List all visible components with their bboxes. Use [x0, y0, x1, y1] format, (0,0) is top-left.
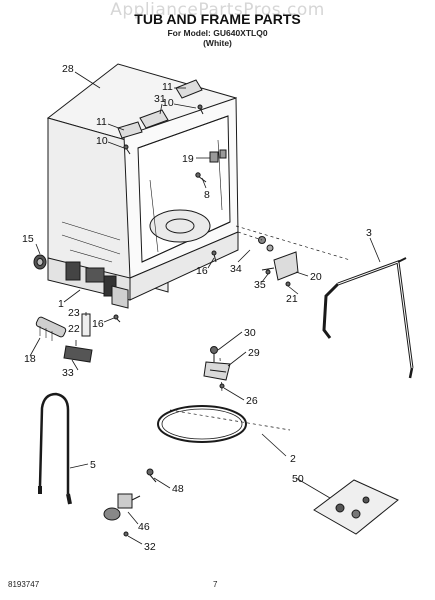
callout-8: 8: [204, 189, 210, 201]
valve-46: [103, 493, 141, 521]
screw-10b: [123, 144, 131, 155]
site-watermark: AppliancePartsPros.com: [110, 0, 325, 20]
bracket-20: [261, 251, 299, 281]
alignment-lines: [169, 225, 351, 431]
callout-16b: 16: [92, 318, 104, 330]
screw-21: [285, 281, 291, 287]
tub-assembly-28: [46, 63, 239, 309]
bar-33: [63, 345, 93, 363]
page-number: 7: [213, 580, 218, 589]
callout-15: 15: [22, 233, 34, 245]
callout-11b: 11: [96, 116, 107, 128]
callout-5: 5: [90, 459, 96, 471]
callout-2: 2: [290, 453, 296, 465]
callout-21: 21: [286, 293, 298, 305]
screw-35: [265, 269, 271, 275]
callout-34: 34: [230, 263, 242, 275]
screw-16a: [211, 250, 217, 263]
callout-30: 30: [244, 327, 256, 339]
callout-18: 18: [24, 353, 36, 365]
screw-48: [146, 468, 157, 483]
callout-28: 28: [62, 63, 74, 75]
callout-22: 22: [68, 323, 80, 335]
callout-48: 48: [172, 483, 184, 495]
screw-26: [219, 383, 225, 389]
callout-labels: 28 31 11 10 11 10 19 8 3 15 16 34 20 35 …: [22, 63, 372, 553]
plug-15: [33, 254, 47, 270]
callout-20: 20: [310, 271, 322, 283]
ring-2: [157, 405, 247, 443]
page-title: TUB AND FRAME PARTS: [134, 11, 301, 27]
fastener-34: [258, 236, 274, 252]
door-gasket-3: [322, 257, 414, 379]
callout-10a: 10: [162, 97, 174, 109]
drain-hose-part-18: [35, 316, 67, 341]
callout-11a: 11: [162, 81, 173, 93]
screw-32: [123, 531, 129, 537]
model-line: For Model: GU640XTLQ0: [167, 28, 268, 38]
callout-10b: 10: [96, 135, 108, 147]
bracket-29: [203, 361, 231, 381]
screw-16b: [113, 314, 121, 323]
callout-23: 23: [68, 307, 80, 319]
color-line: (White): [203, 38, 232, 48]
screw-10a: [197, 104, 204, 115]
callout-26: 26: [246, 395, 258, 407]
callout-16a: 16: [196, 265, 208, 277]
callout-29: 29: [248, 347, 260, 359]
callout-33: 33: [62, 367, 74, 379]
callout-3: 3: [366, 227, 372, 239]
bar-23: [81, 313, 91, 337]
callout-35: 35: [254, 279, 266, 291]
callout-19: 19: [182, 153, 194, 165]
fitting-30: [210, 346, 218, 362]
callout-1: 1: [58, 298, 64, 310]
hose-5: [38, 392, 72, 505]
leader-lines: [29, 71, 381, 545]
document-number: 8193747: [8, 580, 40, 589]
callout-46: 46: [138, 521, 150, 533]
callout-32: 32: [144, 541, 156, 553]
callout-31: 31: [154, 93, 166, 105]
parts-bag-50: [313, 479, 399, 535]
callout-50: 50: [292, 473, 304, 485]
